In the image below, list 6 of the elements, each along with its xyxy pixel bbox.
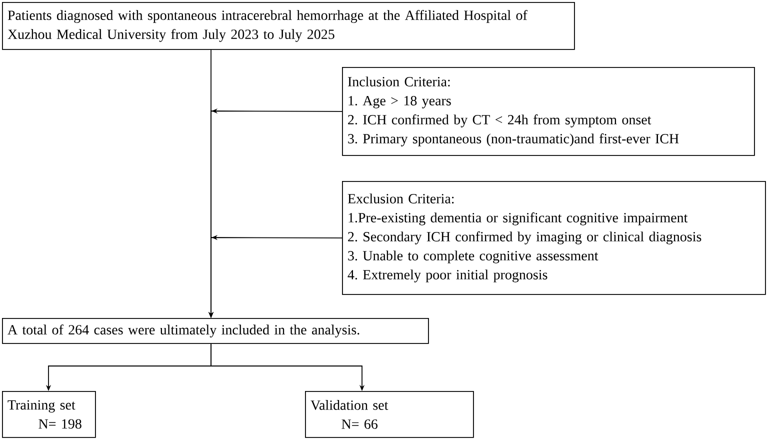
process-box: Exclusion Criteria: 1.Pre-existing dementia or significant cognitive impairment 2. Secondary ICH confirmed by imaging or clinical diagnosis 3. Unable to complete cognitive assessment 4. Extremely poor initial prognosis — [342, 181, 766, 295]
process-box: A total of 264 cases were ultimately included in the analysis. — [2, 318, 429, 344]
process-box: Inclusion Criteria: 1. Age > 18 years 2. ICH confirmed by CT < 24h from symptom onset 3. Primary spontaneous (non-traumatic)and first-ever ICH — [342, 67, 755, 156]
process-box: Validation set N= 66 — [305, 391, 474, 438]
process-box: Patients diagnosed with spontaneous intracerebral hemorrhage at the Affiliated Hospital of Xuzhou Medical University from July 2023 to July 2025 — [2, 2, 575, 50]
process-box: Training set N= 198 — [2, 391, 96, 438]
